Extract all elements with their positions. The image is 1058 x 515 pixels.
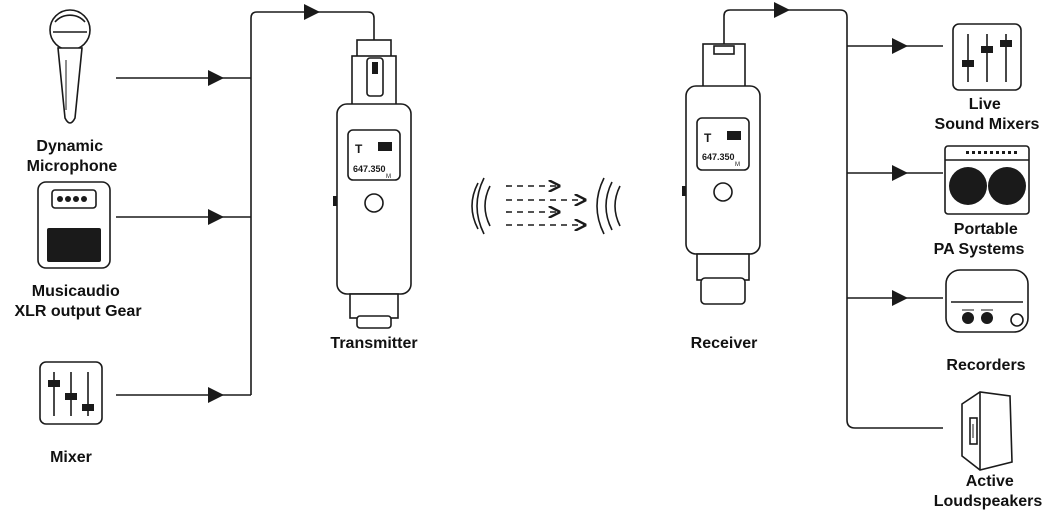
destination-label-loudspeakers: Active Loudspeakers <box>934 473 1043 510</box>
receiver-unit: M <box>735 162 740 168</box>
transmitter-device: T 647.350 M <box>333 39 412 329</box>
transmitter-screen-letter: T <box>355 142 363 156</box>
destination-connectors <box>723 2 943 429</box>
source-label-mic: Dynamic Microphone <box>27 138 118 175</box>
receiver-screen-letter: T <box>704 131 712 145</box>
mixer-icon <box>39 361 103 425</box>
receiver-frequency: 647.350 <box>702 152 735 162</box>
guitar-pedal-icon <box>37 181 111 269</box>
wireless-signal-icon <box>471 177 621 235</box>
source-label-pedal: Musicaudio XLR output Gear <box>14 283 141 320</box>
microphone-icon <box>49 9 91 124</box>
receiver-device: T 647.350 M <box>682 43 761 305</box>
destination-label-recorders: Recorders <box>946 357 1025 374</box>
receiver-label: Receiver <box>691 335 758 352</box>
destination-label-pa: Portable PA Systems <box>934 221 1025 258</box>
recorder-icon <box>945 269 1029 333</box>
transmitter-frequency: 647.350 <box>353 164 386 174</box>
source-connectors <box>116 4 375 403</box>
live-mixer-icon <box>952 23 1022 91</box>
destination-label-live-mixers: Live Sound Mixers <box>935 96 1040 133</box>
transmitter-label: Transmitter <box>330 335 417 352</box>
transmitter-unit: M <box>386 174 391 180</box>
source-label-mixer: Mixer <box>50 449 92 466</box>
pa-speaker-icon <box>944 145 1030 215</box>
loudspeaker-icon <box>961 391 1013 471</box>
